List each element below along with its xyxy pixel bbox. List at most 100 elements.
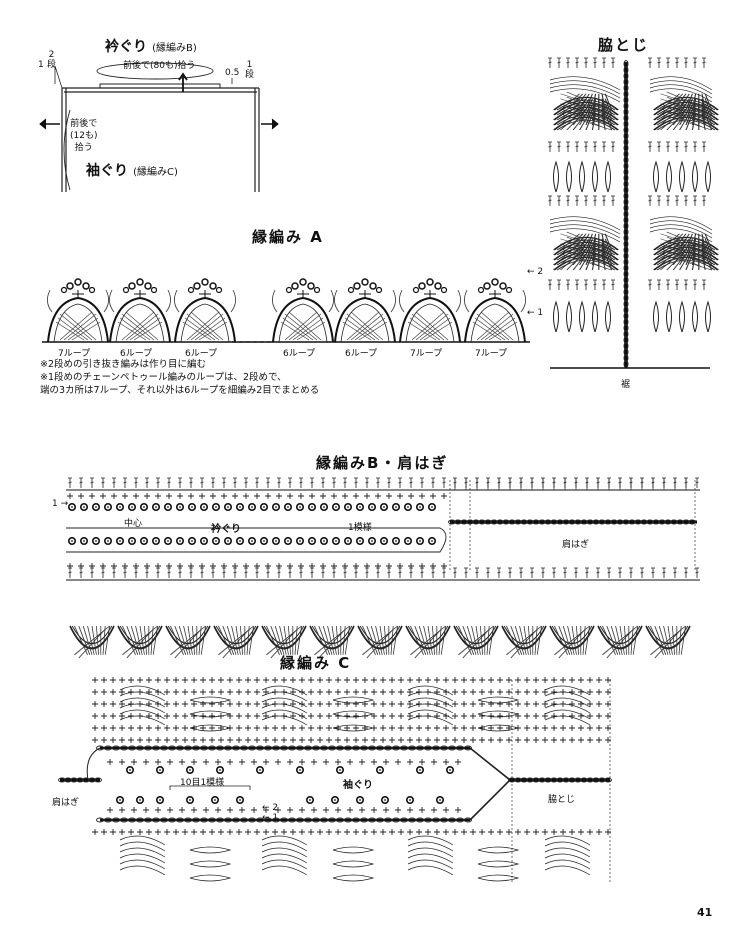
pattern-a-loop-label: 6ループ <box>283 349 316 359</box>
tc-symbol <box>144 477 150 489</box>
sc-symbol <box>418 806 426 814</box>
pattern-c-loop <box>189 846 232 854</box>
pattern-c-fan-stroke <box>119 859 166 870</box>
sc-symbol <box>541 676 549 684</box>
sc-symbol <box>532 736 540 744</box>
pattern-c-right-point <box>469 747 512 821</box>
garment-schematic <box>39 62 279 192</box>
sc-symbol <box>91 700 99 708</box>
sc-symbol <box>322 806 330 814</box>
side-hem-label: 裾 <box>621 380 631 390</box>
picot-symbol <box>188 502 196 512</box>
picot-symbol <box>379 536 389 546</box>
sc-symbol <box>478 712 486 720</box>
pattern-c-fan-stroke <box>407 709 454 720</box>
sc-symbol <box>325 736 333 744</box>
sc-symbol <box>91 736 99 744</box>
sc-symbol <box>523 676 531 684</box>
tc-symbol <box>287 567 293 579</box>
tc-symbol <box>298 477 304 489</box>
tc-symbol <box>592 141 598 153</box>
sc-symbol <box>190 806 198 814</box>
picot-symbol <box>224 536 232 546</box>
sc-symbol <box>190 736 198 744</box>
pattern-b-repeat: 1模様 <box>348 523 372 533</box>
sc-symbol <box>460 724 468 732</box>
pattern-c-fan-stroke <box>544 841 591 852</box>
sc-symbol <box>406 724 414 732</box>
picot-symbol <box>391 502 401 512</box>
pattern-a-loop-label: 6ループ <box>120 349 153 359</box>
sc-symbol <box>586 724 594 732</box>
sc-symbol <box>550 712 558 720</box>
sc-symbol <box>262 758 270 766</box>
picot-symbol <box>435 795 445 805</box>
leaf-symbol <box>566 161 572 193</box>
sc-symbol <box>397 828 405 836</box>
sc-symbol <box>454 806 462 814</box>
sc-symbol <box>244 736 252 744</box>
tc-symbol <box>474 567 480 579</box>
sc-symbol <box>280 724 288 732</box>
side-seam-fan-stroke <box>649 84 713 99</box>
tc-symbol <box>100 477 106 489</box>
sc-symbol <box>235 688 243 696</box>
tc-symbol <box>595 567 601 579</box>
sc-symbol <box>264 492 272 500</box>
sc-symbol <box>235 736 243 744</box>
pattern-b-row-1: 1 → <box>52 499 69 509</box>
leaf-symbol <box>553 161 559 193</box>
tc-symbol <box>265 477 271 489</box>
pattern-c-fan-stroke <box>119 835 166 846</box>
sc-symbol <box>316 828 324 836</box>
sc-symbol <box>532 700 540 708</box>
sc-symbol <box>415 724 423 732</box>
tc-symbol <box>647 141 653 153</box>
pattern-c-fan-stroke <box>407 835 454 846</box>
tc-symbol <box>122 477 128 489</box>
tc-symbol <box>364 567 370 579</box>
picot-symbol <box>164 536 172 546</box>
sc-symbol <box>496 736 504 744</box>
tc-symbol <box>177 567 183 579</box>
sc-symbol <box>568 724 576 732</box>
picot-symbol <box>379 502 389 512</box>
fan-symbol <box>164 624 212 660</box>
tc-symbol <box>320 567 326 579</box>
picot-symbol <box>259 502 269 512</box>
sc-symbol <box>334 758 342 766</box>
tc-symbol <box>701 141 707 153</box>
tc-symbol <box>441 567 447 579</box>
sc-symbol <box>91 828 99 836</box>
fanA-symbol <box>463 278 527 343</box>
sc-symbol <box>118 758 126 766</box>
pattern-b-neck-outline <box>66 527 447 553</box>
sc-symbol <box>442 736 450 744</box>
sc-symbol <box>217 688 225 696</box>
sc-symbol <box>275 492 283 500</box>
pattern-c-fan-stroke <box>261 703 308 714</box>
sc-symbol <box>145 724 153 732</box>
sc-symbol <box>388 700 396 708</box>
pattern-c-fan-stroke <box>544 859 591 870</box>
sc-symbol <box>214 758 222 766</box>
sc-symbol <box>199 676 207 684</box>
sc-symbol <box>208 736 216 744</box>
sc-symbol <box>550 700 558 708</box>
sc-symbol <box>190 688 198 696</box>
sc-symbol <box>199 700 207 708</box>
pattern-c-fan-stroke <box>544 685 591 696</box>
sc-symbol <box>478 828 486 836</box>
picot-symbol <box>224 502 232 512</box>
pattern-c-repeat: 10目1模様 <box>180 778 225 788</box>
sc-symbol <box>523 724 531 732</box>
picot-symbol <box>367 502 377 512</box>
tc-symbol <box>232 567 238 579</box>
sc-symbol <box>451 724 459 732</box>
sc-symbol <box>109 712 117 720</box>
tc-symbol <box>210 567 216 579</box>
tc-symbol <box>574 141 580 153</box>
sc-symbol <box>253 724 261 732</box>
tc-symbol <box>199 567 205 579</box>
sc-symbol <box>235 712 243 720</box>
